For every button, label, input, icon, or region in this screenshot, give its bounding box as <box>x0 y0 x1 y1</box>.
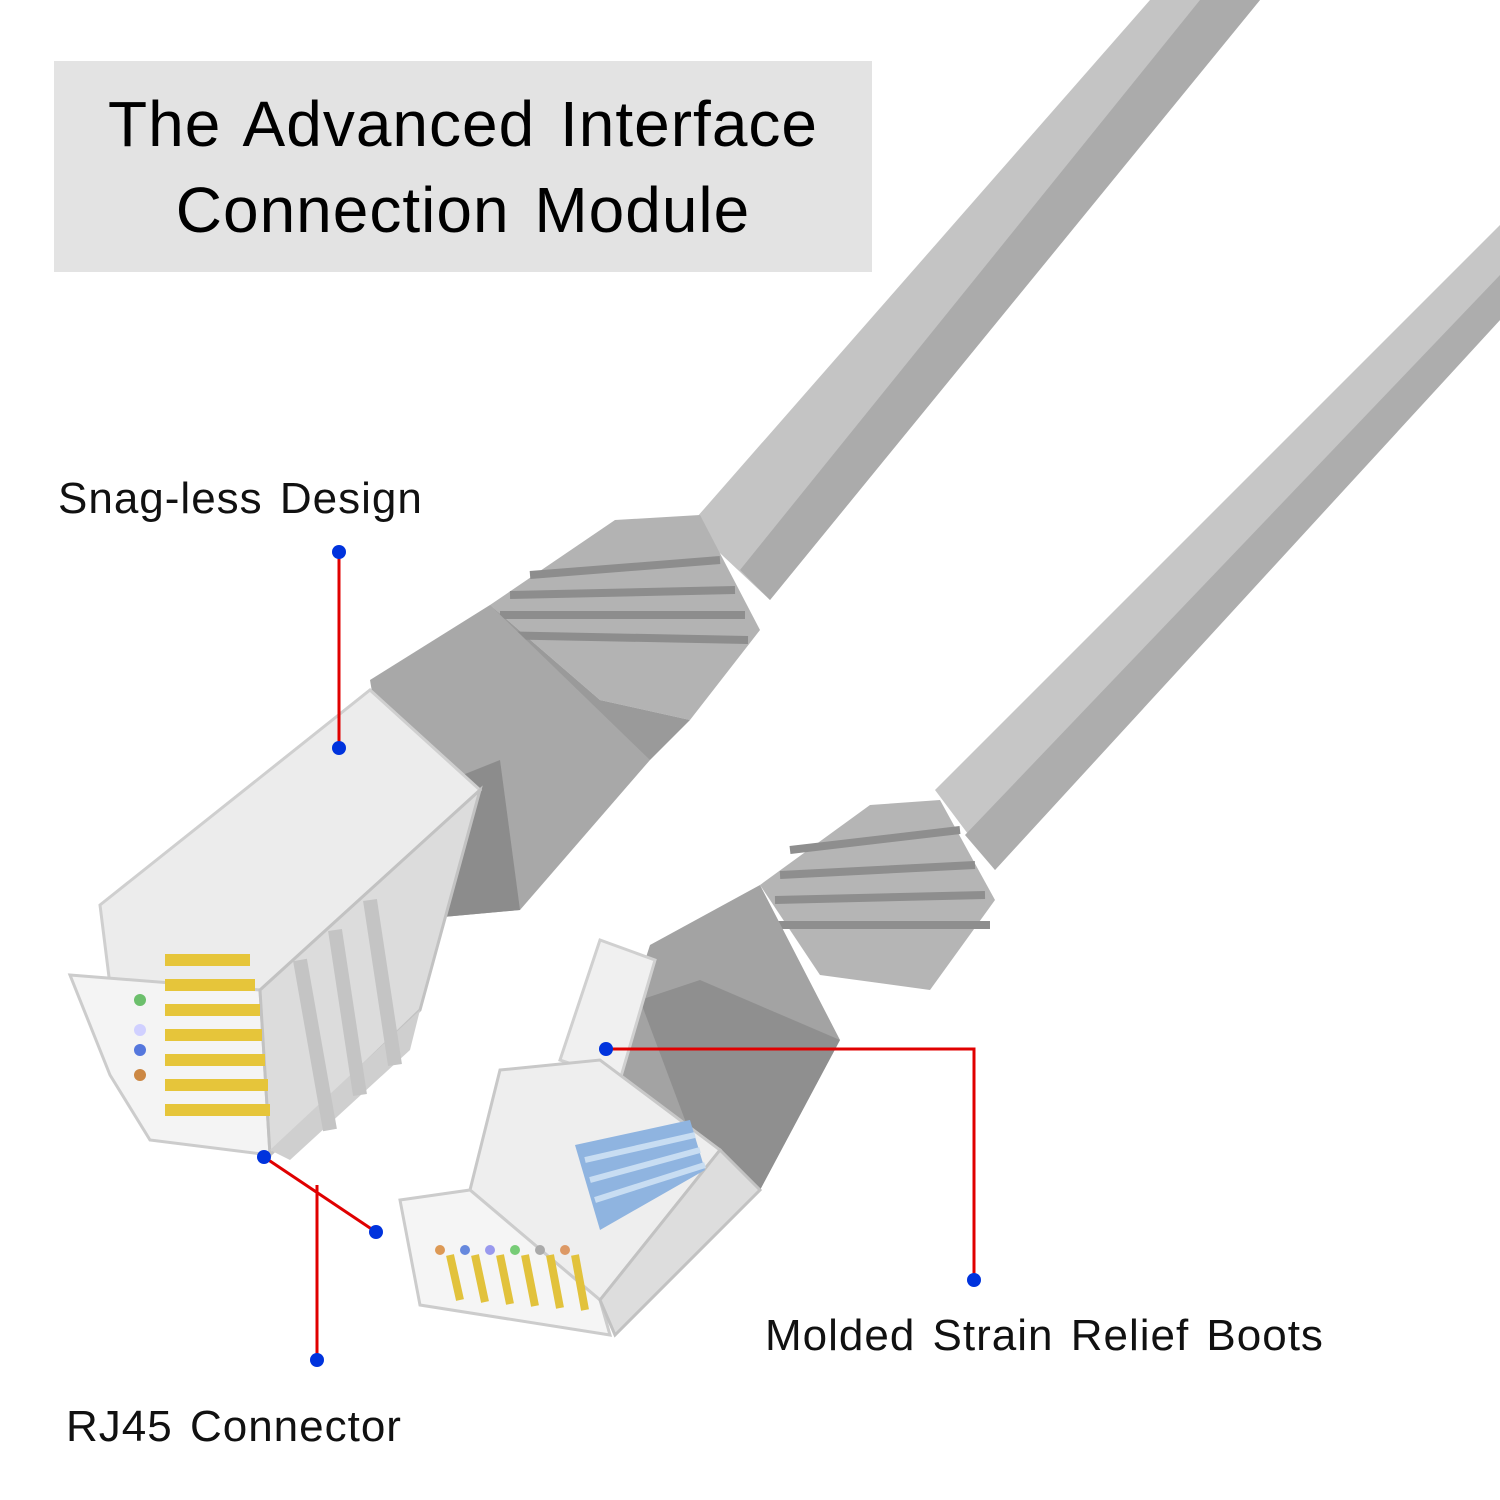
rj45-plug-lower <box>398 885 840 1338</box>
cable-upper <box>690 0 1260 600</box>
callout-leader-snagless <box>332 545 346 755</box>
leader-dot <box>967 1273 981 1287</box>
title-line-2: Connection Module <box>175 173 751 246</box>
leader-dot <box>257 1150 271 1164</box>
rj45-plug-upper <box>67 605 650 1160</box>
label-rj45-connector: RJ45 Connector <box>66 1402 402 1451</box>
gold-contacts-upper <box>134 954 270 1116</box>
title-line-1: The Advanced Interface <box>108 87 818 160</box>
leader-dot <box>310 1353 324 1367</box>
leader-dot <box>369 1225 383 1239</box>
callout-leader-molded <box>599 1042 981 1287</box>
label-molded-strain-relief: Molded Strain Relief Boots <box>765 1311 1324 1360</box>
leader-dot <box>332 741 346 755</box>
title-banner: The Advanced Interface Connection Module <box>54 61 872 272</box>
label-snagless-design: Snag-less Design <box>58 474 423 523</box>
wire-bundle-lower <box>575 1120 706 1230</box>
cable-lower <box>935 225 1500 870</box>
leader-dot <box>332 545 346 559</box>
gold-contacts-lower <box>435 1245 589 1311</box>
leader-dot <box>599 1042 613 1056</box>
callout-leader-rj45 <box>257 1150 383 1367</box>
strain-relief-boot-lower <box>760 800 995 990</box>
